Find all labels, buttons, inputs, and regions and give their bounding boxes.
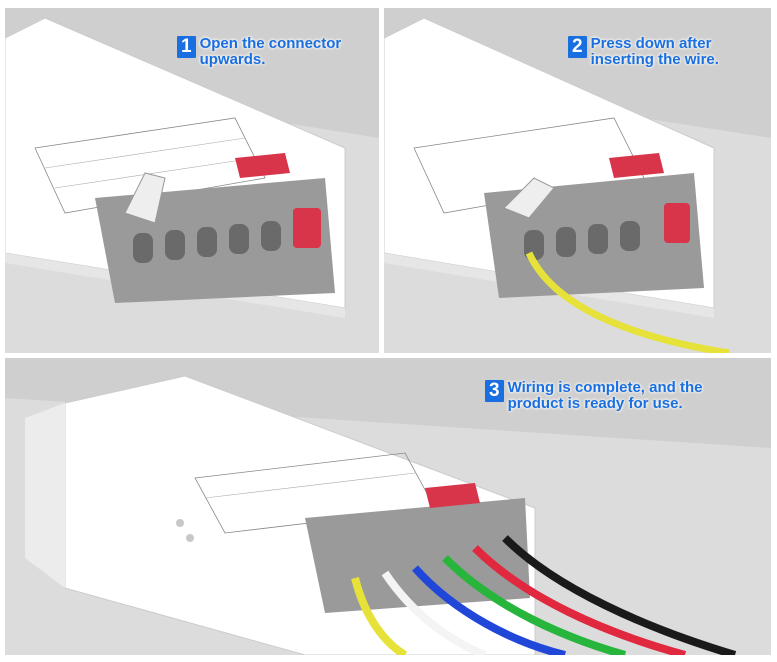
step-1-illustration [5, 8, 379, 353]
step-text-line: product is ready for use. [507, 395, 683, 412]
step-number: 1 [177, 36, 196, 58]
black-wire [502, 535, 737, 655]
step-2-panel: 2 Press down after inserting the wire. [384, 8, 771, 353]
red-wire [472, 545, 687, 655]
terminal-holes [133, 208, 321, 263]
step-text-line: inserting the wire. [590, 51, 719, 68]
step-number: 3 [485, 380, 504, 402]
lever-connector-icon [503, 177, 555, 219]
terminal-holes [524, 203, 690, 260]
step-3-panel: 3 Wiring is complete, and the product is… [5, 358, 771, 655]
step-2-illustration [384, 8, 771, 353]
lever-connector-icon [124, 172, 166, 224]
yellow-wire [351, 577, 408, 655]
step-3-illustration [5, 358, 771, 655]
step-text-line: Open the connector [199, 35, 342, 52]
wires [351, 535, 737, 655]
step-text-line: Wiring is complete, and the [507, 379, 703, 396]
step-2-caption: 2 Press down after inserting the wire. [568, 36, 719, 68]
green-wire [442, 555, 627, 655]
step-number: 2 [568, 36, 587, 58]
step-3-caption: 3 Wiring is complete, and the product is… [485, 380, 702, 412]
step-text-line: Press down after [590, 35, 712, 52]
blue-wire [412, 565, 566, 655]
step-1-caption: 1 Open the connector upwards. [177, 36, 341, 68]
step-1-panel: 1 Open the connector upwards. [5, 8, 379, 353]
white-wire [381, 570, 487, 655]
step-text-line: upwards. [199, 51, 266, 68]
wire-icon [525, 251, 730, 353]
